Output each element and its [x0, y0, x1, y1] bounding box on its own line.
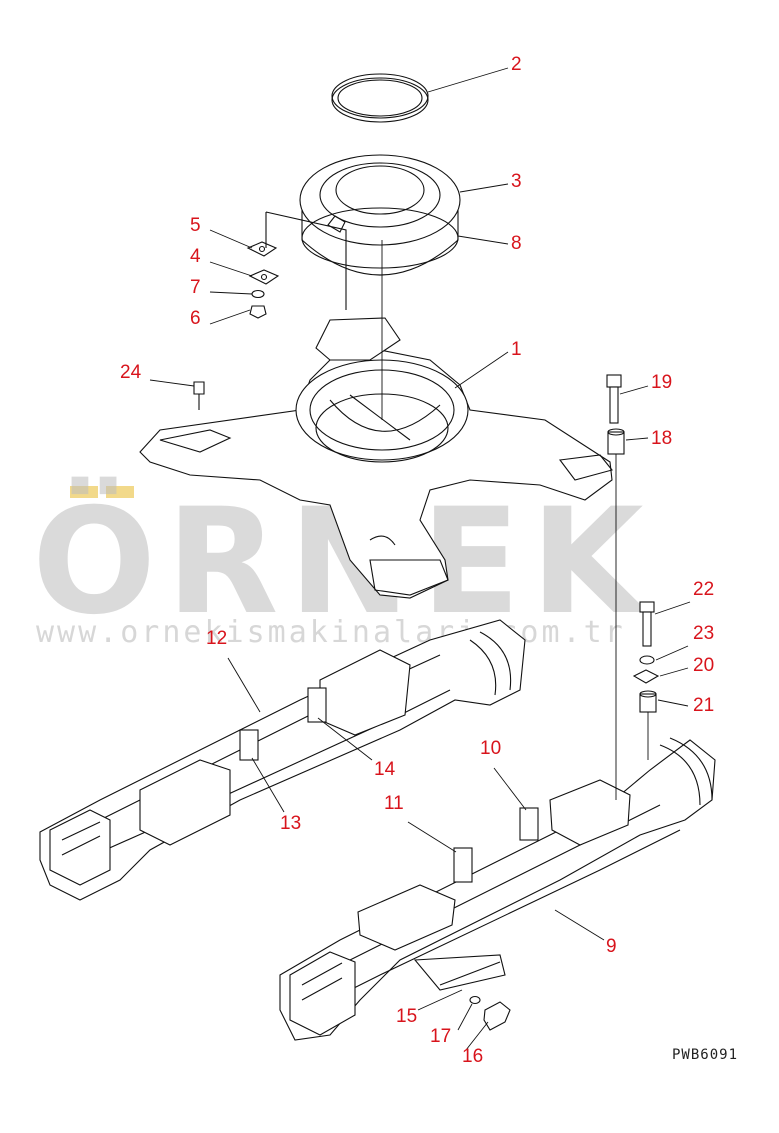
callout-18: 18: [651, 428, 672, 449]
callout-21: 21: [693, 695, 714, 716]
part-24-fitting: [193, 381, 205, 410]
callout-15: 15: [396, 1006, 417, 1027]
watermark-url: www.ornekismakinalari.com.tr: [36, 615, 626, 650]
callout-24: 24: [120, 362, 142, 383]
callout-22: 22: [693, 579, 714, 600]
drawing-code: PWB6091: [672, 1047, 738, 1063]
callout-labels: 2 3 8 5 4 7 6 1 24 19 18 22 23 20 21 12 …: [120, 54, 714, 1067]
callout-1: 1: [511, 339, 522, 360]
callout-20: 20: [693, 655, 714, 676]
track-frame-right: [279, 737, 716, 1041]
callout-5: 5: [190, 215, 201, 236]
callout-2: 2: [511, 54, 522, 75]
callout-6: 6: [190, 308, 201, 329]
callout-3: 3: [511, 171, 522, 192]
callout-9: 9: [606, 936, 617, 957]
callout-19: 19: [651, 372, 672, 393]
watermark-umlaut-left: [70, 486, 98, 498]
callout-14: 14: [374, 759, 396, 780]
callout-11: 11: [384, 793, 404, 814]
callout-8: 8: [511, 233, 522, 254]
watermark-umlaut-right: [106, 486, 134, 498]
callout-16: 16: [462, 1046, 483, 1067]
track-frame-left: [39, 619, 526, 901]
callout-12: 12: [206, 628, 227, 649]
parts-18-19-bolt-spacer: [606, 374, 625, 455]
callout-4: 4: [190, 246, 201, 267]
part-2-seal-ring: [331, 73, 429, 123]
alignment-lines: [381, 240, 649, 800]
part-3-swing-circle: [299, 154, 461, 276]
parts-4-5-6-7-fasteners: [246, 211, 347, 319]
callout-13: 13: [280, 813, 301, 834]
callout-7: 7: [190, 277, 201, 298]
callout-23: 23: [693, 623, 714, 644]
callout-17: 17: [430, 1026, 451, 1047]
parts-20-21-22-23-hardware: [632, 601, 660, 713]
callout-10: 10: [480, 738, 501, 759]
leader-lines: [149, 67, 691, 1051]
